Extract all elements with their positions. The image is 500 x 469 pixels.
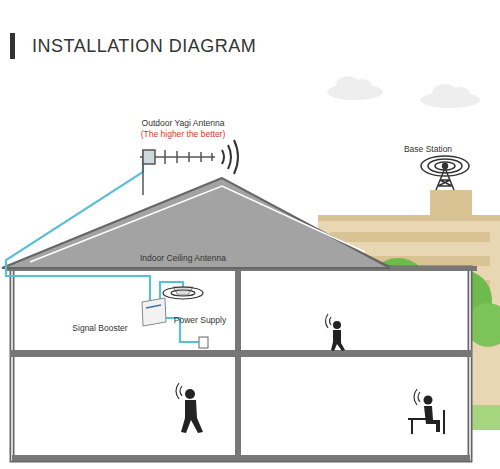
phone-waves xyxy=(176,314,420,405)
clouds xyxy=(327,76,480,108)
signal-waves xyxy=(222,140,238,174)
base-station-tower xyxy=(421,156,469,190)
tower-label: Base Station xyxy=(404,145,452,155)
antenna-label: Outdoor Yagi Antenna xyxy=(142,119,225,129)
antenna-note: (The higher the better) xyxy=(141,130,226,140)
power-outlet xyxy=(199,337,208,348)
house xyxy=(5,266,477,461)
diagram-title: INSTALLATION DIAGRAM xyxy=(32,36,256,57)
yagi-antenna xyxy=(140,150,215,195)
roof xyxy=(2,178,390,268)
title-bar xyxy=(10,33,15,59)
booster-label: Signal Booster xyxy=(72,324,127,334)
coax-cable xyxy=(6,158,200,342)
power-label: Power Supply xyxy=(174,316,226,326)
ceiling-antenna-label: Indoor Ceiling Antenna xyxy=(140,254,226,264)
ceiling-antenna xyxy=(163,287,203,299)
signal-booster xyxy=(142,298,166,326)
people xyxy=(181,321,445,434)
